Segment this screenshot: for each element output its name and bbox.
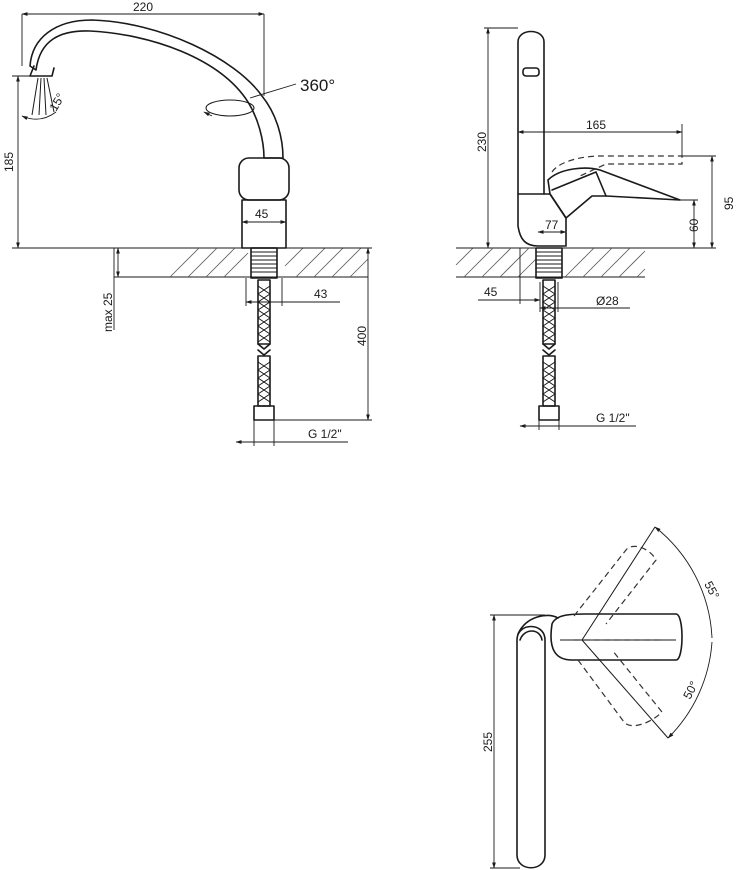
side-lever [547, 167, 681, 219]
dim-45-front: 45 [255, 207, 269, 221]
dim-230: 230 [475, 132, 489, 152]
front-view: 15° 360° 220 [2, 0, 372, 446]
front-hose [253, 279, 275, 421]
side-lever-open [551, 155, 683, 177]
spray-icon [21, 77, 57, 121]
rotation-label: 360° [300, 76, 335, 95]
dim-max25: max 25 [101, 292, 115, 332]
dim-45-side: 45 [484, 285, 498, 299]
side-view: 230 165 95 60 77 45 Ø28 G 1/2" [455, 27, 736, 430]
dim-165: 165 [586, 118, 606, 132]
top-spout [516, 625, 546, 869]
side-body [517, 193, 567, 247]
rotation-arrow-icon [203, 83, 297, 117]
side-hose [538, 279, 560, 421]
spray-angle-label: 15° [46, 91, 67, 114]
top-lever [550, 613, 683, 661]
dim-thread-front: G 1/2" [308, 427, 342, 441]
dim-400: 400 [355, 326, 369, 346]
dim-185: 185 [2, 152, 16, 172]
front-body [238, 157, 290, 201]
dim-255: 255 [481, 732, 495, 752]
top-lever-open-down [577, 649, 663, 727]
top-view: 55° 50° 255 [481, 526, 722, 869]
side-spout [517, 30, 545, 195]
dim-77: 77 [545, 218, 559, 232]
dim-thread-side: G 1/2" [596, 411, 630, 425]
dim-d28: Ø28 [596, 294, 619, 308]
angle-50: 50° [680, 679, 701, 702]
dim-95: 95 [722, 196, 736, 210]
front-spout [29, 19, 284, 159]
dim-220: 220 [133, 0, 153, 14]
dim-43: 43 [314, 287, 328, 301]
dim-60: 60 [687, 218, 701, 232]
top-lever-open-up [573, 545, 657, 625]
